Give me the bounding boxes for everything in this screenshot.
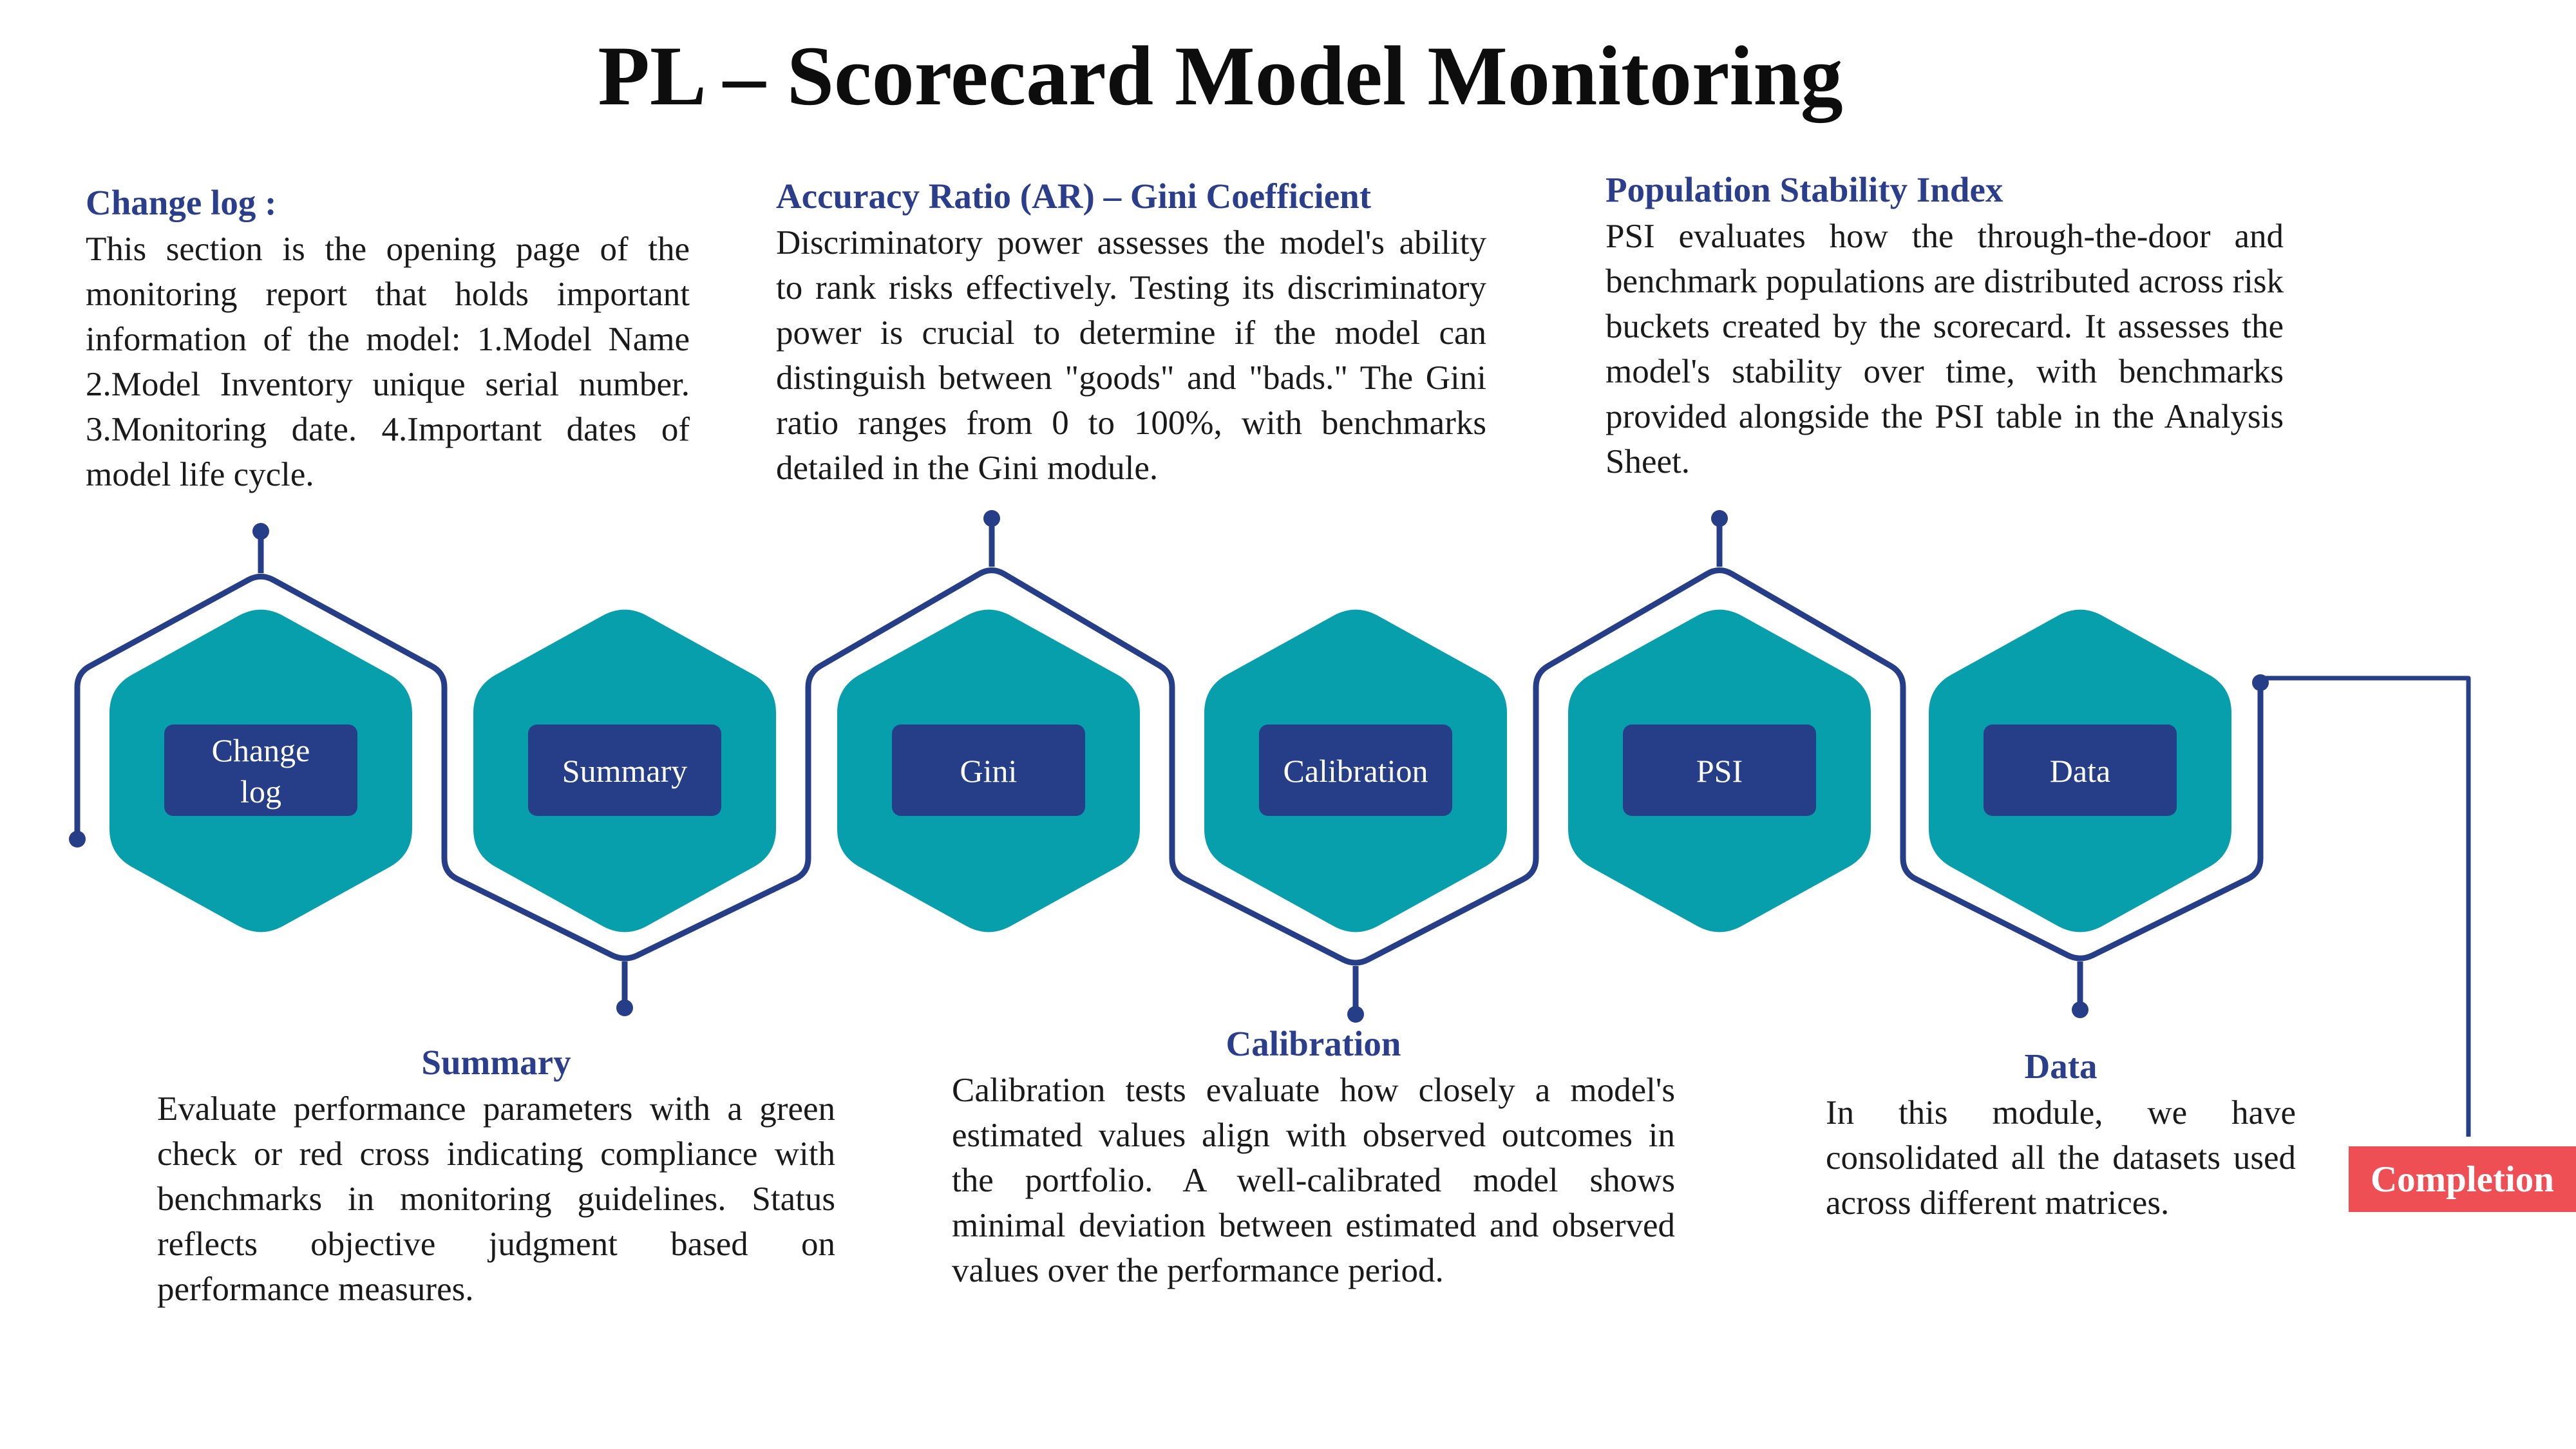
- psi-description: Population Stability Index PSI evaluates…: [1605, 169, 2284, 484]
- label-box: [528, 724, 721, 816]
- data-heading: Data: [2024, 1046, 2098, 1086]
- gini-heading: Accuracy Ratio (AR) – Gini Coefficient: [776, 176, 1372, 216]
- calibration-text: Calibration tests evaluate how closely a…: [952, 1072, 1675, 1289]
- changelog-text: This section is the opening page of the …: [86, 231, 690, 493]
- gini-text: Discriminatory power assesses the model'…: [776, 224, 1486, 487]
- hexagon-label-calibration: Calibration: [1283, 753, 1428, 789]
- hexagon-label-changelog: Change: [212, 732, 310, 768]
- page-title: PL – Scorecard Model Monitoring: [598, 28, 1843, 123]
- connector-dot: [1711, 510, 1728, 527]
- hexagon-label-gini: Gini: [960, 753, 1018, 789]
- hexagon-node-data: Data: [1929, 609, 2231, 933]
- label-box: [1259, 724, 1452, 816]
- hexagon-label-summary: Summary: [562, 753, 687, 789]
- connector-lines: [69, 510, 2471, 1137]
- data-text: In this module, we have consolidated all…: [1826, 1094, 2296, 1222]
- label-box: [892, 724, 1085, 816]
- calibration-heading: Calibration: [1226, 1024, 1401, 1063]
- summary-text: Evaluate performance parameters with a g…: [157, 1090, 835, 1308]
- label-box: [164, 724, 357, 816]
- hexagon-node-summary: Summary: [473, 609, 776, 933]
- data-description: Data In this module, we have consolidate…: [1826, 1045, 2296, 1226]
- hexagon-node-gini: Gini: [837, 609, 1140, 933]
- connector-dot: [69, 831, 86, 848]
- connector-dot: [2072, 1001, 2088, 1018]
- changelog-heading: Change log :: [86, 183, 277, 222]
- completion-badge: Completion: [2349, 1146, 2576, 1212]
- connector-dot: [616, 999, 633, 1016]
- summary-description: Summary Evaluate performance parameters …: [157, 1041, 835, 1312]
- connector-dot: [2252, 674, 2269, 691]
- psi-text: PSI evaluates how the through-the-door a…: [1605, 218, 2284, 480]
- connector-dot: [983, 510, 1000, 527]
- summary-heading: Summary: [421, 1043, 571, 1082]
- zigzag-connector-line: [74, 567, 2264, 966]
- connector-dot: [252, 523, 269, 540]
- hexagon-label-data: Data: [2050, 753, 2110, 789]
- hexagon-nodes: Change log Summary Gini Calibration PSI Data: [109, 609, 2231, 933]
- gini-description: Accuracy Ratio (AR) – Gini Coefficient D…: [776, 175, 1486, 491]
- label-box: [1984, 724, 2177, 816]
- completion-connector-line: [2260, 676, 2471, 1137]
- changelog-description: Change log : This section is the opening…: [86, 182, 690, 497]
- connector-dot: [1347, 1006, 1364, 1023]
- calibration-description: Calibration Calibration tests evaluate h…: [952, 1023, 1675, 1293]
- psi-heading: Population Stability Index: [1605, 170, 2003, 209]
- hexagon-label-changelog: log: [240, 773, 281, 810]
- label-box: [1623, 724, 1816, 816]
- hexagon-node-changelog: Change log: [109, 609, 412, 933]
- hexagon-node-calibration: Calibration: [1204, 609, 1507, 933]
- hexagon-label-psi: PSI: [1696, 753, 1743, 789]
- hexagon-node-psi: PSI: [1568, 609, 1871, 933]
